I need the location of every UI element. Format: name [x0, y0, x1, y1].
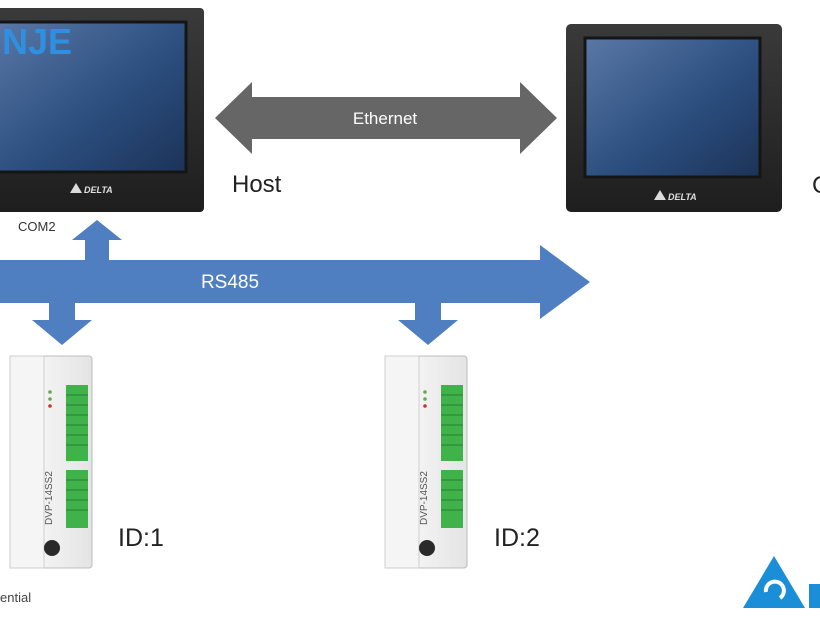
ethernet-label: Ethernet	[353, 109, 418, 128]
plc-2-model: DVP-14SS2	[419, 471, 430, 525]
plc-1-id: ID:1	[118, 524, 164, 552]
delta-logo-icon	[70, 183, 82, 193]
plc-2-id: ID:2	[494, 524, 540, 552]
delta-logo-icon	[654, 190, 666, 200]
delta-logo-icon	[743, 556, 820, 608]
plc-module-2	[384, 355, 468, 569]
plc-module-1	[9, 355, 93, 569]
rs485-bus-arrow	[0, 220, 590, 345]
rs485-label: RS485	[201, 272, 259, 293]
client-hmi-panel: DELTA	[566, 24, 782, 212]
host-hmi-panel: DELTA	[0, 8, 204, 212]
host-label: Host	[232, 171, 282, 198]
right-edge-fragment: C	[812, 172, 820, 199]
hmi-brand-text-right: DELTA	[668, 192, 697, 202]
ethernet-link-arrow	[215, 82, 557, 154]
plc-1-model: DVP-14SS2	[44, 471, 55, 525]
brand-fragment: NJE	[2, 21, 72, 62]
hmi-brand-text-left: DELTA	[84, 185, 113, 195]
footer-fragment: ential	[0, 590, 31, 605]
com2-label: COM2	[18, 219, 56, 234]
